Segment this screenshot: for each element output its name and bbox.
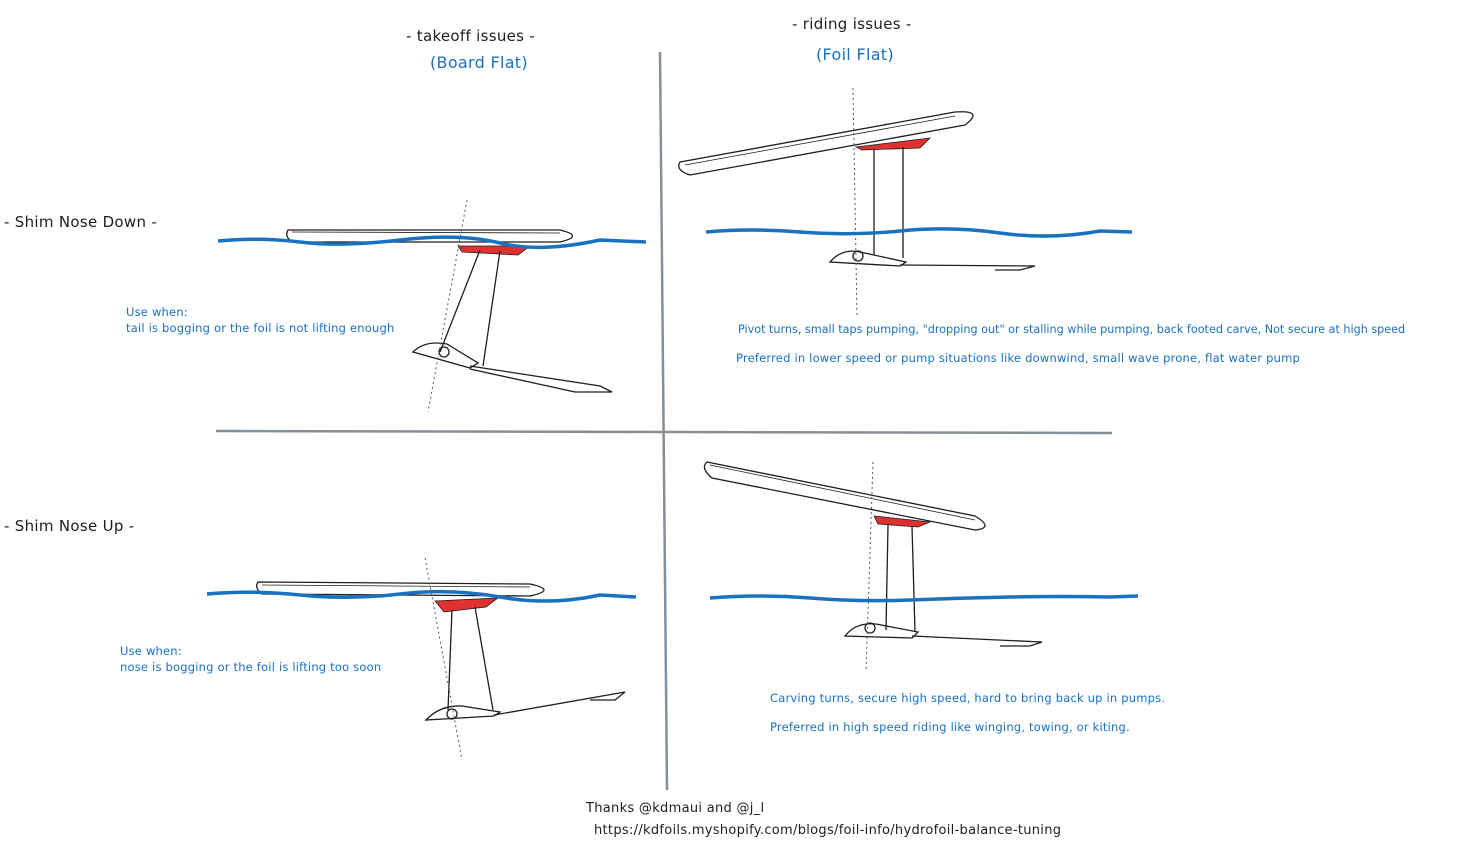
foil-sketch-takeoff-nose-down	[286, 199, 613, 413]
note-takeoff-nose-up-line2: nose is bogging or the foil is lifting t…	[120, 660, 382, 674]
takeoff-heading: - takeoff issues -	[406, 27, 536, 45]
note-riding-nose-up-line1: Carving turns, secure high speed, hard t…	[770, 691, 1166, 705]
water-line-riding-nose-up	[709, 594, 1139, 603]
credits-thanks: Thanks @kdmaui and @j_l	[586, 801, 765, 816]
water-line-riding-nose-down	[705, 227, 1133, 238]
foil-sketch-riding-nose-up	[703, 461, 1043, 673]
riding-heading: - riding issues -	[792, 15, 912, 33]
note-takeoff-nose-down-line1: Use when:	[126, 305, 188, 319]
horizontal-divider	[215, 429, 1113, 435]
riding-subheading: (Foil Flat)	[816, 45, 894, 64]
takeoff-subheading: (Board Flat)	[430, 53, 528, 72]
note-riding-nose-down-line1: Pivot turns, small taps pumping, "droppi…	[738, 323, 1406, 336]
row-label-nose-up: - Shim Nose Up -	[4, 517, 135, 535]
note-takeoff-nose-up-line1: Use when:	[120, 644, 182, 658]
note-takeoff-nose-down-line2: tail is bogging or the foil is not lifti…	[126, 321, 395, 335]
note-riding-nose-up-line2: Preferred in high speed riding like wing…	[770, 720, 1130, 734]
water-line-takeoff-nose-up	[206, 589, 637, 603]
foil-sketch-takeoff-nose-up	[256, 557, 626, 761]
row-label-nose-down: - Shim Nose Down -	[4, 213, 158, 231]
note-riding-nose-down-line2: Preferred in lower speed or pump situati…	[736, 351, 1300, 365]
foil-sketch-riding-nose-down	[678, 87, 1036, 317]
water-line-takeoff-nose-down	[217, 235, 647, 250]
credits-url[interactable]: https://kdfoils.myshopify.com/blogs/foil…	[594, 823, 1062, 838]
vertical-divider	[658, 51, 669, 791]
